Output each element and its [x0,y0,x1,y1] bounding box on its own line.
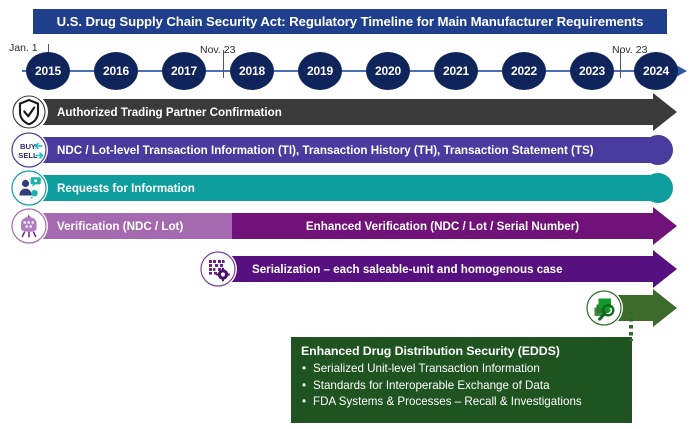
bar-authorized-trading-partner[interactable]: Authorized Trading Partner Confirmation [33,99,653,125]
date-label-nov-23-2018: Nov. 23 [200,44,236,56]
timeline-year-2023[interactable]: 2023 [570,52,614,90]
date-label-jan-1: Jan. 1 [9,42,38,54]
edds-callout: Enhanced Drug Distribution Security (EDD… [291,337,632,423]
timeline-axis-line [22,70,677,72]
date-label-nov-23-2024: Nov. 23 [612,44,648,56]
verification-icon [10,207,48,245]
timeline-year-2017[interactable]: 2017 [162,52,206,90]
bar-ndc-lot-level-transaction[interactable]: NDC / Lot-level Transaction Information … [33,137,658,163]
bar-arrowhead-icon [653,289,677,327]
bar-arrowhead-icon [653,250,677,288]
edds-callout-title: Enhanced Drug Distribution Security (EDD… [301,344,560,358]
date-tick-2018 [223,50,224,78]
bar-requests-for-information[interactable]: Requests for Information [33,175,658,201]
bar-label: Requests for Information [57,181,195,195]
edds-callout-item: FDA Systems & Processes – Recall & Inves… [301,394,622,411]
timeline-year-2022[interactable]: 2022 [502,52,546,90]
edds-callout-item: Standards for Interoperable Exchange of … [301,378,622,395]
timeline-year-2018[interactable]: 2018 [230,52,274,90]
bar-label: NDC / Lot-level Transaction Information … [57,143,594,157]
timeline-year-2019[interactable]: 2019 [298,52,342,90]
edds-connector-dotted-line [629,311,633,341]
bar-serialization[interactable]: Serialization – each saleable-unit and h… [222,256,653,282]
bar-verification[interactable]: Verification (NDC / Lot) [33,213,232,239]
bar-arrowhead-icon [653,93,677,131]
timeline-year-2024[interactable]: 2024 [634,52,678,90]
bar-enhanced-verification[interactable]: Enhanced Verification (NDC / Lot / Seria… [232,213,653,239]
edds-search-icon [585,289,623,327]
timeline-year-2015[interactable]: 2015 [26,52,70,90]
timeline-year-2021[interactable]: 2021 [434,52,478,90]
buy-sell-icon: BUY SELL [10,131,48,169]
shield-check-icon [10,93,48,131]
bar-label: Authorized Trading Partner Confirmation [57,105,282,119]
edds-callout-item: Serialized Unit-level Transaction Inform… [301,361,622,378]
bar-round-cap [643,173,673,203]
bar-arrowhead-icon [653,207,677,245]
timeline-axis-arrow-icon [676,65,687,77]
timeline-year-2020[interactable]: 2020 [366,52,410,90]
date-tick-2024 [620,50,621,78]
timeline-year-2016[interactable]: 2016 [94,52,138,90]
bar-round-cap [643,135,673,165]
serialization-icon [199,250,237,288]
svg-text:SELL: SELL [18,151,38,160]
page-title: U.S. Drug Supply Chain Security Act: Reg… [33,9,667,34]
request-info-icon [10,169,48,207]
bar-label-enhanced: Enhanced Verification (NDC / Lot / Seria… [305,219,580,233]
svg-text:BUY: BUY [20,142,36,151]
bar-label: Serialization – each saleable-unit and h… [252,262,563,276]
bar-label: Verification (NDC / Lot) [57,219,184,233]
